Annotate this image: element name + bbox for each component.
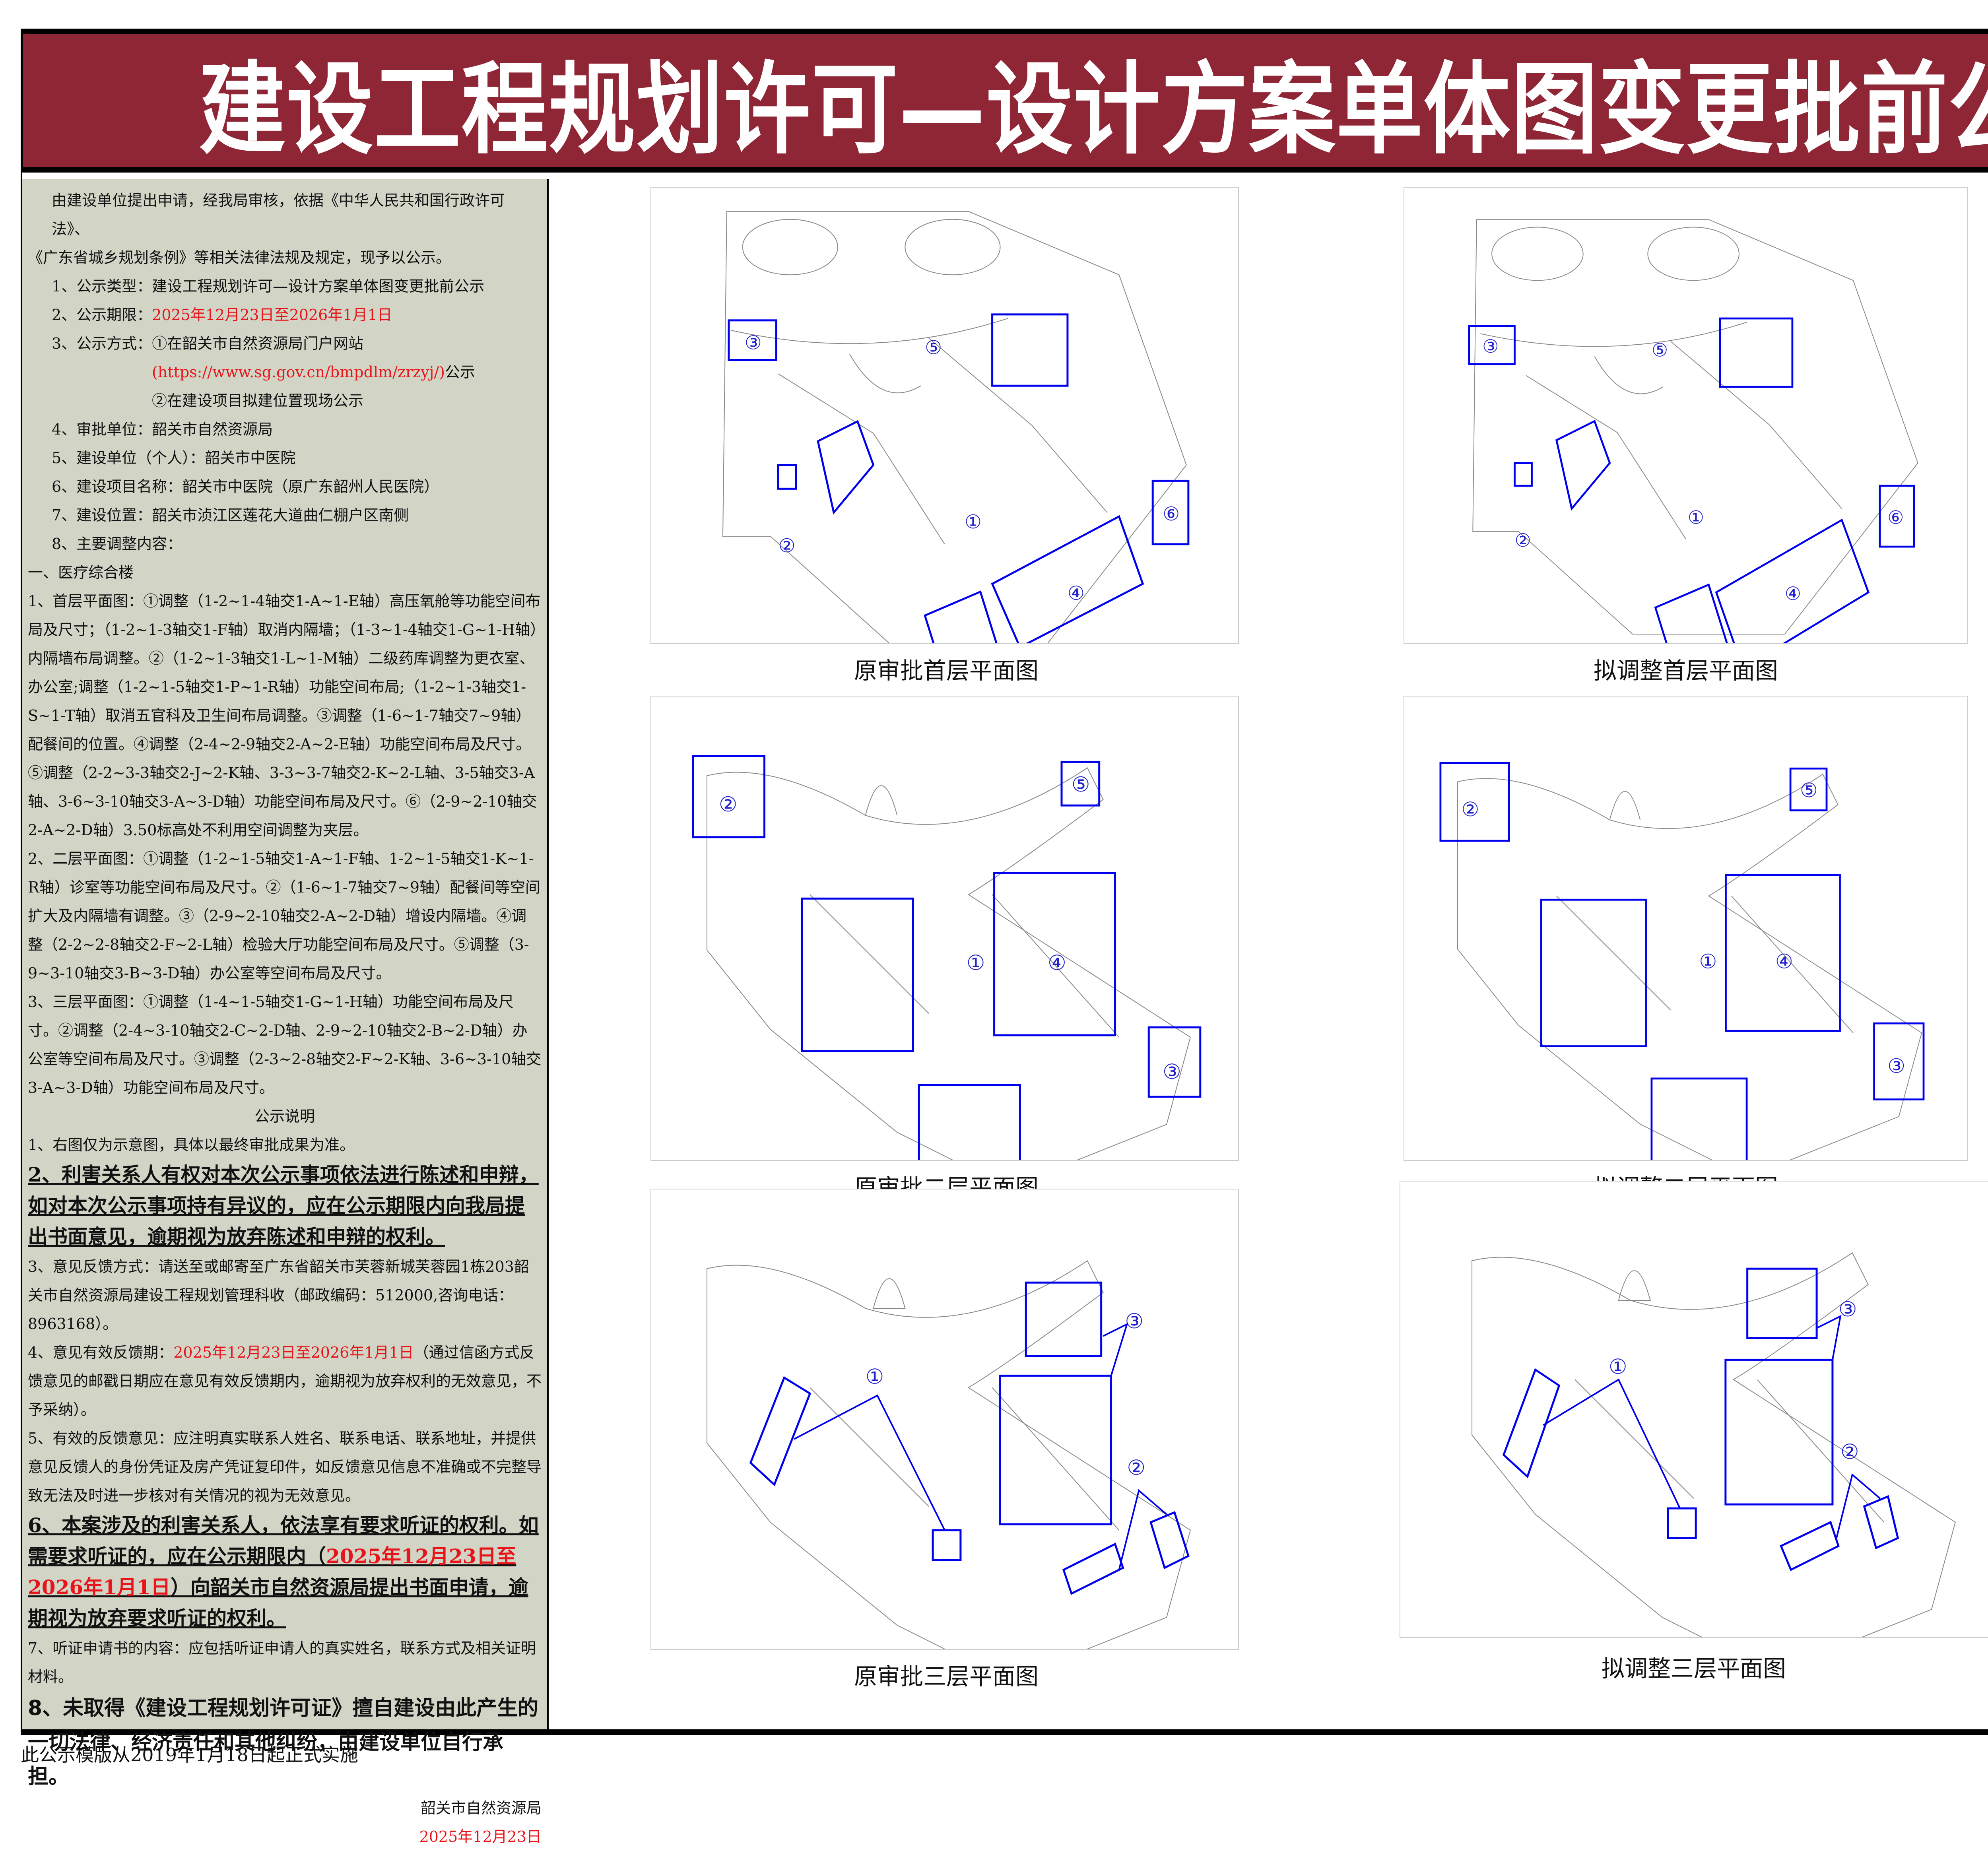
svg-text:②: ② <box>1514 530 1531 551</box>
svg-text:④: ④ <box>1775 950 1793 973</box>
page-title: 建设工程规划许可—设计方案单体图变更批前公示(一) <box>199 52 1988 168</box>
svg-text:①: ① <box>1609 1355 1627 1379</box>
content-section: 一、医疗综合楼 <box>28 564 134 581</box>
item-location: 7、建设位置：韶关市浈江区莲花大道曲仁棚户区南侧 <box>52 506 409 524</box>
title-band: 建设工程规划许可—设计方案单体图变更批前公示(一) <box>21 29 1988 173</box>
caption-original-floor3: 原审批三层平面图 <box>854 1663 1039 1690</box>
plan-adjusted-floor2[interactable]: ② ① ④ ⑤ ③ <box>1404 696 1968 1161</box>
item-method-url: (https://www.sg.gov.cn/bmpdlm/zrzyj/)公示 <box>152 363 476 381</box>
plan-adjusted-floor3[interactable]: ① ③ ② <box>1400 1181 1988 1638</box>
svg-text:③: ③ <box>1839 1298 1857 1321</box>
content-floor1: 1、首层平面图：①调整（1-2~1-4轴交1-A~1-E轴）高压氧舱等功能空间布… <box>28 592 541 839</box>
caption-adjusted-floor1: 拟调整首层平面图 <box>1593 657 1778 684</box>
notice-4: 4、意见有效反馈期：2025年12月23日至2026年1月1日（通过信函方式反馈… <box>28 1344 542 1418</box>
svg-text:③: ③ <box>1163 1060 1181 1084</box>
svg-text:⑤: ⑤ <box>1652 340 1668 361</box>
notice-6: 6、本案涉及的利害关系人，依法享有要求听证的权利。如需要求听证的，应在公示期限内… <box>28 1513 539 1630</box>
item-period: 2、公示期限：2025年12月23日至2026年1月1日 <box>52 306 392 324</box>
svg-text:①: ① <box>1688 507 1704 528</box>
svg-text:⑤: ⑤ <box>925 337 942 359</box>
svg-text:①: ① <box>866 1365 884 1389</box>
item-method: 3、公示方式：①在韶关市自然资源局门户网站 <box>52 335 364 352</box>
svg-text:②: ② <box>778 535 795 557</box>
period-date: 2025年12月23日至2026年1月1日 <box>152 306 392 324</box>
svg-text:④: ④ <box>1785 583 1801 604</box>
svg-text:⑤: ⑤ <box>1800 779 1818 802</box>
svg-text:⑥: ⑥ <box>1163 503 1180 525</box>
svg-text:③: ③ <box>1125 1310 1143 1333</box>
svg-text:⑥: ⑥ <box>1887 507 1904 528</box>
floor-plan-drawing: ① ③ ② <box>707 1260 1191 1649</box>
svg-text:②: ② <box>719 793 737 817</box>
svg-text:⑤: ⑤ <box>1072 773 1090 797</box>
svg-text:②: ② <box>1840 1440 1859 1464</box>
svg-text:③: ③ <box>745 332 762 354</box>
intro-line-1: 由建设单位提出申请，经我局审核，依据《中华人民共和国行政许可法》、 <box>52 192 505 238</box>
notice-7: 7、听证申请书的内容：应包括听证申请人的真实姓名，联系方式及相关证明材料。 <box>28 1640 536 1686</box>
notice-text-panel: 由建设单位提出申请，经我局审核，依据《中华人民共和国行政许可法》、 《广东省城乡… <box>22 179 549 1845</box>
svg-text:①: ① <box>967 951 985 975</box>
plan-original-floor1[interactable]: ③ ⑤ ② ① ④ ⑥ <box>650 187 1239 644</box>
notice-1: 1、右图仅为示意图，具体以最终审批成果为准。 <box>28 1136 355 1154</box>
svg-text:②: ② <box>1127 1456 1145 1480</box>
item-changes: 8、主要调整内容： <box>52 535 182 553</box>
item-approver: 4、审批单位：韶关市自然资源局 <box>52 421 273 438</box>
svg-text:①: ① <box>1699 950 1717 973</box>
caption-original-floor1: 原审批首层平面图 <box>854 657 1039 684</box>
item-method-site: ②在建设项目拟建位置现场公示 <box>152 392 364 409</box>
signature-date: 2025年12月23日 <box>419 1828 542 1845</box>
notice-8: 8、未取得《建设工程规划许可证》擅自建设由此产生的一切法律、经济责任和其他纠纷，… <box>28 1696 539 1789</box>
signature: 韶关市自然资源局 <box>420 1799 542 1817</box>
item-builder: 5、建设单位（个人）：韶关市中医院 <box>52 449 296 467</box>
item-project: 6、建设项目名称：韶关市中医院（原广东韶州人民医院） <box>52 478 439 495</box>
svg-text:③: ③ <box>1887 1055 1905 1078</box>
floor-plan-drawing: ① ③ ② <box>1472 1252 1956 1637</box>
floor-plan-drawing: ③ ⑤ ② ① ④ ⑥ <box>1468 219 1918 643</box>
svg-text:②: ② <box>1462 798 1479 821</box>
intro-line-2: 《广东省城乡规划条例》等相关法律法规及规定，现予以公示。 <box>28 249 451 266</box>
floor-plan-drawing: ② ① ④ ⑤ ③ <box>692 755 1202 1160</box>
content-floor3: 3、三层平面图：①调整（1-4~1-5轴交1-G~1-H轴）功能空间布局及尺寸。… <box>28 993 542 1096</box>
notice-3: 3、意见反馈方式：请送至或邮寄至广东省韶关市芙蓉新城芙蓉园1栋203韶关市自然资… <box>28 1258 529 1333</box>
footer-template-note: 此公示模版从2019年1月18日起正式实施 <box>21 1744 358 1766</box>
plan-original-floor3[interactable]: ① ③ ② <box>650 1189 1239 1650</box>
svg-text:④: ④ <box>1048 951 1066 975</box>
website-link[interactable]: (https://www.sg.gov.cn/bmpdlm/zrzyj/) <box>152 363 445 381</box>
floor-plan-drawing: ③ ⑤ ② ① ④ ⑥ <box>722 211 1190 643</box>
outer-frame <box>21 173 1988 1735</box>
notice-5: 5、有效的反馈意见：应注明真实联系人姓名、联系电话、联系地址，并提供意见反馈人的… <box>28 1430 542 1504</box>
plan-adjusted-floor1[interactable]: ③ ⑤ ② ① ④ ⑥ <box>1404 187 1968 644</box>
floor-plan-drawing: ② ① ④ ⑤ ③ <box>1439 762 1925 1160</box>
svg-text:④: ④ <box>1068 582 1085 604</box>
svg-text:①: ① <box>965 511 982 533</box>
caption-adjusted-floor3: 拟调整三层平面图 <box>1601 1655 1786 1682</box>
notice-2: 2、利害关系人有权对本次公示事项依法进行陈述和申辩，如对本次公示事项持有异议的，… <box>28 1163 539 1248</box>
svg-text:③: ③ <box>1482 336 1499 357</box>
plan-original-floor2[interactable]: ② ① ④ ⑤ ③ <box>650 696 1239 1161</box>
content-floor2: 2、二层平面图：①调整（1-2~1-5轴交1-A~1-F轴、1-2~1-5轴交1… <box>28 850 541 982</box>
item-type: 1、公示类型：建设工程规划许可—设计方案单体图变更批前公示 <box>52 277 485 295</box>
notice-title: 公示说明 <box>254 1108 315 1125</box>
